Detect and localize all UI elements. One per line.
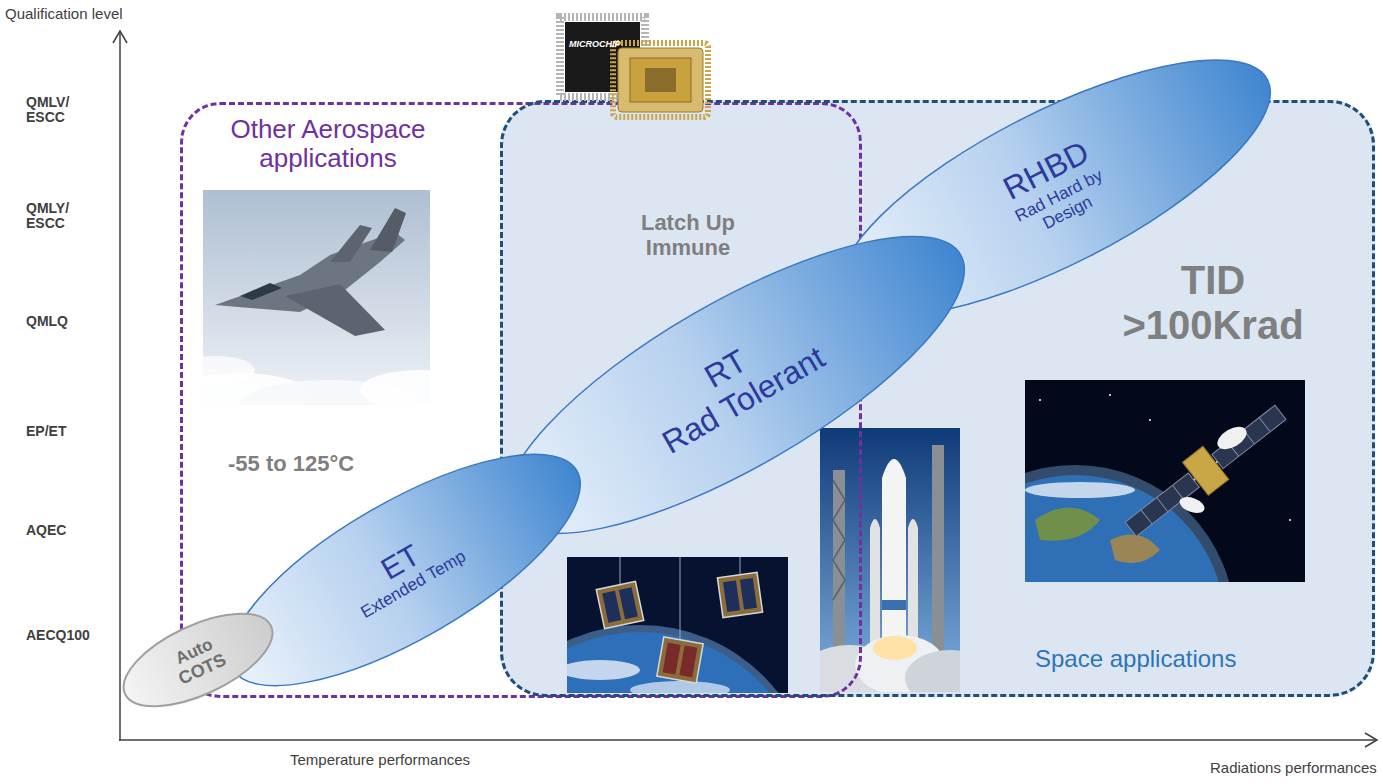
- logo-text: MICROCHIP: [569, 39, 621, 49]
- cubesat-photo: [465, 557, 815, 784]
- qualification-tick: AQEC: [26, 523, 66, 539]
- qualification-tick: AECQ100: [26, 628, 90, 644]
- axis-title: Qualification level: [5, 6, 123, 23]
- axis-title: Temperature performances: [290, 752, 470, 769]
- qualification-tick: EP/ET: [26, 424, 66, 440]
- ellipse-outline: [468, 183, 1002, 586]
- satellite-photo: [915, 380, 1305, 784]
- ellipse-outline: [199, 411, 611, 728]
- ceramic-chip: [613, 43, 708, 117]
- immunity-note: Latch Up Immune: [613, 211, 763, 260]
- qualification-tick: QMLY/ ESCC: [26, 201, 84, 232]
- temperature-range: -55 to 125°C: [228, 452, 354, 477]
- region-title: Space applications: [1035, 646, 1236, 673]
- cots-ellipse: AutoCOTS: [108, 593, 287, 728]
- rocket-photo: [800, 428, 995, 706]
- axis-title: Radiations performances: [1210, 760, 1377, 777]
- qualification-tick: QMLV/ ESCC: [26, 95, 84, 126]
- qualification-tick: QMLQ: [26, 314, 68, 330]
- fighter-jet-photo: [170, 190, 480, 430]
- region-title: Other Aerospace applications: [203, 115, 453, 173]
- ellipse-outline: [808, 12, 1302, 365]
- dose-note: TID >100Krad: [1093, 258, 1333, 348]
